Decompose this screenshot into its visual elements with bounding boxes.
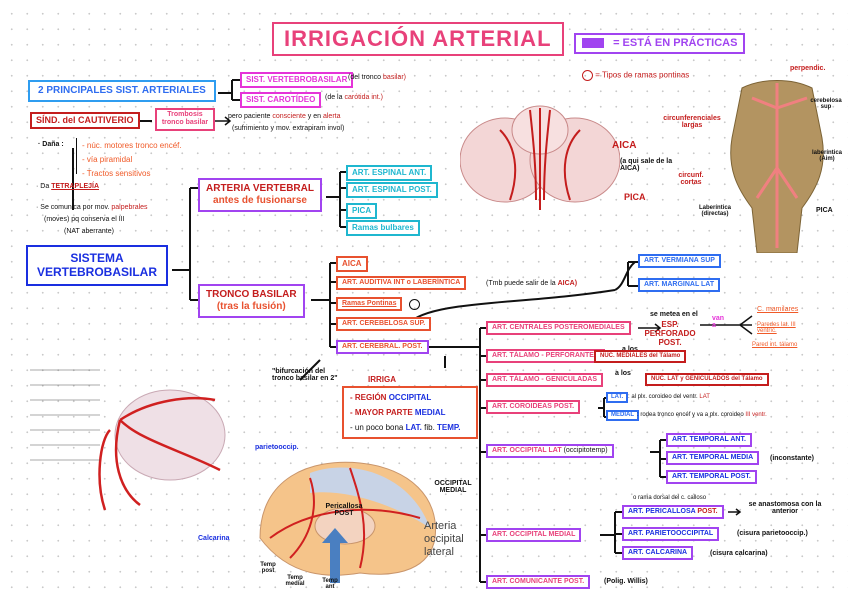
- comunica-note: · Se comunica por mov. palpebrales (move…: [36, 204, 148, 235]
- page-title: IRRIGACIÓN ARTERIAL: [272, 22, 564, 57]
- temporal-media-note: (inconstante): [770, 455, 814, 462]
- pericallosa-note: o rama dorsal del c. calloso: [633, 495, 707, 501]
- pica-image-label: PICA: [624, 192, 646, 202]
- vertebro-note: (del tronco basilar): [348, 74, 406, 81]
- pericallosa-result: se anastomosa con la anterior: [748, 501, 822, 515]
- espinal-ant-box: ART. ESPINAL ANT.: [346, 165, 433, 181]
- cautiverio-box: SÍND. del CAUTIVERIO: [30, 112, 140, 129]
- tronco-basilar-box: TRONCO BASILAR (tras la fusión): [198, 284, 305, 318]
- coroideas-box: ART. COROIDEAS POST.: [486, 400, 581, 415]
- temporal-ant-box: ART. TEMPORAL ANT.: [666, 433, 752, 448]
- vermiana-sup-box: ART. VERMIANA SUP: [638, 254, 721, 269]
- pica-box: PICA: [346, 203, 378, 219]
- legend-box: = ESTÁ EN PRÁCTICAS: [574, 33, 746, 55]
- marginal-lat-box: ART. MARGINAL LAT: [638, 278, 721, 293]
- dest-paredes: Paredes lat. III ventríc.: [757, 322, 796, 334]
- aica-box: AICA: [336, 256, 368, 272]
- pontine-marker-icon: [409, 299, 420, 310]
- ramas-bulbares-box: Ramas bulbares: [346, 220, 420, 236]
- van-label: van a: [712, 315, 725, 329]
- calcarina-note: (cisura calcarina): [710, 550, 768, 557]
- calcarina-box: ART. CALCARINA: [622, 546, 694, 561]
- talamo-perf-conn: a los: [622, 346, 638, 353]
- cerebelosa-sup-label: cerebelosa sup: [810, 98, 842, 110]
- occipital-medial-box: ART. OCCIPITAL MEDIAL: [486, 528, 582, 543]
- occipital-lat-box: ART. OCCIPITAL LAT (occipitotemp): [486, 444, 614, 459]
- cerebelosa-sup-box: ART. CEREBELOSA SUP.: [336, 317, 432, 332]
- cautiverio-note-2: (sufrimiento y mov. extrapiram invol): [232, 125, 345, 132]
- perpendic-label: perpendic.: [790, 65, 826, 72]
- auditiva-note: (Tmb puede salir de la AICA): [486, 280, 578, 287]
- cautiverio-note-1: pero paciente consciente y en alerta: [228, 113, 341, 120]
- laberintica-directas-label: Laberíntica (directas): [698, 205, 731, 217]
- ramas-pontinas-box: Ramas Pontinas: [336, 297, 403, 312]
- nuc-lat-box: NÚC. LAT y GENICULADOS del Tálamo: [645, 373, 769, 387]
- parietooccipital-box: ART. PARIETOOCCIPITAL: [622, 527, 720, 542]
- coroidea-medial-box: MEDIAL: [606, 410, 639, 422]
- pica-brainstem-label: PICA: [816, 207, 833, 214]
- comunicante-post-box: ART. COMUNICANTE POST.: [486, 575, 591, 590]
- sist-vertebrobasilar-box: SIST. VERTEBROBASILAR: [240, 72, 354, 88]
- medial-brain-illustration: [259, 461, 437, 583]
- irriga-box: - REGIÓN OCCIPITAL - MAYOR PARTE MEDIAL …: [342, 386, 478, 439]
- comunicante-note: (Polig. Willis): [604, 578, 648, 585]
- pericallosa-box: ART. PERICALLOSA POST.: [622, 505, 724, 520]
- temp-ant-label: Temp ant: [322, 578, 338, 590]
- pontine-marker-icon: [582, 70, 593, 81]
- talamo-perforantes-box: ART. TÁLAMO - PERFORANTES: [486, 349, 605, 364]
- espinal-post-box: ART. ESPINAL POST.: [346, 182, 438, 198]
- centrales-note: se metea en el: [650, 311, 698, 318]
- calcarina-label: Calcarina: [198, 535, 230, 542]
- coroidea-medial-note: : rodea tronco encéf y va a plx. coroide…: [637, 412, 767, 418]
- circunf-largas-label: circunferenciales largas: [663, 115, 721, 129]
- brainstem-illustration: [730, 80, 824, 253]
- trombosis-box: Trombosis tronco basilar: [155, 108, 215, 131]
- cerebral-post-box: ART. CEREBRAL. POST.: [336, 340, 429, 355]
- esp-perforado: ESP. PERFORADO POST.: [644, 320, 696, 347]
- irriga-label: IRRIGA: [368, 375, 396, 384]
- circunf-cortas-label: circunf. cortas: [678, 172, 704, 186]
- aica-image-label: AICA: [612, 140, 637, 151]
- temporal-media-box: ART. TEMPORAL MEDIA: [666, 451, 760, 466]
- temporal-post-box: ART. TEMPORAL POST.: [666, 470, 757, 485]
- dana-label: · Daña :: [38, 141, 64, 148]
- lateral-anatomy-illustration: [30, 369, 226, 511]
- centrales-box: ART. CENTRALES POSTEROMEDIALES: [486, 321, 631, 336]
- parietooccip-label: parietooccip.: [255, 444, 299, 451]
- cerebellum-illustration: [460, 105, 620, 210]
- nuc-mediales-box: NÚC. MEDIALES del Tálamo: [594, 350, 687, 364]
- occipital-medial-label: OCCIPITAL MEDIAL: [434, 480, 472, 494]
- pontine-legend: = Tipos de ramas pontinas: [582, 70, 689, 81]
- bifurcacion-note: "bifurcación del tronco basilar en 2": [272, 368, 338, 382]
- temp-post-label: Temp post: [260, 562, 276, 574]
- auditiva-box: ART. AUDITIVA INT o LABERÍNTICA: [336, 276, 467, 291]
- coroidea-lat-box: LAT.: [606, 392, 629, 404]
- main-systems-box: 2 PRINCIPALES SIST. ARTERIALES: [28, 80, 216, 102]
- dest-talamo: Pared int. tálamo: [752, 342, 798, 348]
- dana-divider: [76, 138, 77, 174]
- dana-list: - núc. motores tronco encéf. - vía piram…: [82, 141, 182, 178]
- pericallosa-label: Pericallosa POST: [325, 503, 363, 517]
- dest-mamilares: C. mamilares: [757, 306, 799, 313]
- temp-medial-label: Temp medial: [285, 575, 305, 587]
- carotid-note: (de la carótida int.): [325, 94, 383, 101]
- aica-image-note: (a qui sale de la AICA): [620, 158, 673, 172]
- laberintica-label: laberíntica (Aim): [811, 150, 842, 162]
- sist-carotideo-box: SIST. CAROTÍDEO: [240, 92, 322, 108]
- talamo-gen-conn: a los: [615, 370, 631, 377]
- talamo-geniculadas-box: ART. TÁLAMO - GENICULADAS: [486, 373, 603, 388]
- sistema-vertebrobasilar-box: SISTEMA VERTEBROBASILAR: [26, 245, 168, 286]
- legend-swatch: [582, 38, 604, 49]
- legend-text: = ESTÁ EN PRÁCTICAS: [613, 37, 738, 49]
- parietooccipital-note: (cisura parietooccip.): [737, 530, 808, 537]
- da-line: · Da TETRAPLEJÍA: [36, 183, 100, 190]
- coroidea-lat-note: : al plx. coroideo del ventr. LAT: [628, 394, 710, 400]
- arteria-vertebral-box: ARTERIA VERTEBRAL antes de fusionarse: [198, 178, 322, 212]
- occipital-lateral-label: Arteria occipital lateral: [424, 520, 464, 558]
